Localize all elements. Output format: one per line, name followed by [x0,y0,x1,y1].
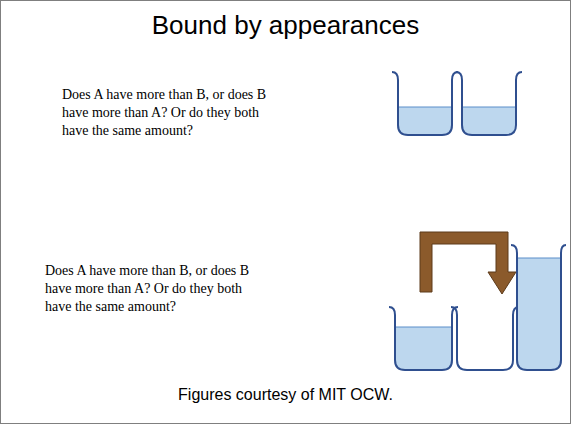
slide-title: Bound by appearances [0,10,571,41]
pour-arrow [420,232,516,294]
water [463,107,516,135]
water-surface [517,258,561,259]
water-surface [395,327,452,328]
water-surface [398,107,452,108]
water [518,258,561,370]
beaker [392,72,458,135]
water-surface [462,107,516,108]
beaker [511,245,566,370]
beaker [389,307,458,370]
water [396,327,452,370]
beaker [456,72,522,135]
question-text: Does A have more than B, or does B have … [62,86,267,140]
water [399,107,452,135]
beaker [451,307,519,370]
question-text: Does A have more than B, or does B have … [45,262,255,316]
figure-caption: Figures courtesy of MIT OCW. [0,386,571,404]
